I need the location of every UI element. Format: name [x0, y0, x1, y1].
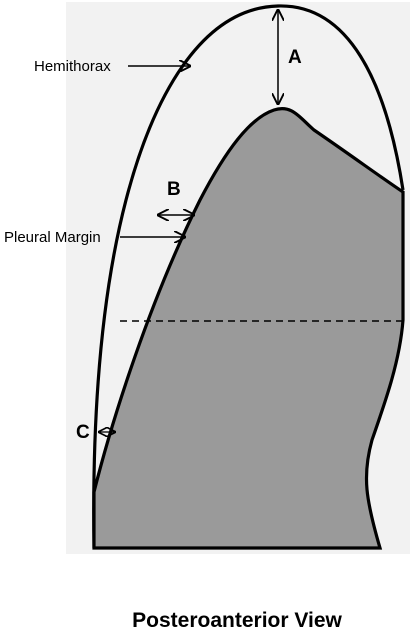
label-b: B — [167, 179, 181, 200]
hemithorax-label: Hemithorax — [34, 58, 111, 75]
label-a: A — [288, 47, 302, 68]
hemithorax-outline — [92, 4, 405, 549]
figure-caption: Posteroanterior View — [132, 609, 342, 632]
label-c: C — [76, 422, 90, 443]
lung-region — [92, 107, 405, 550]
pleural-margin-label: Pleural Margin — [4, 229, 101, 246]
